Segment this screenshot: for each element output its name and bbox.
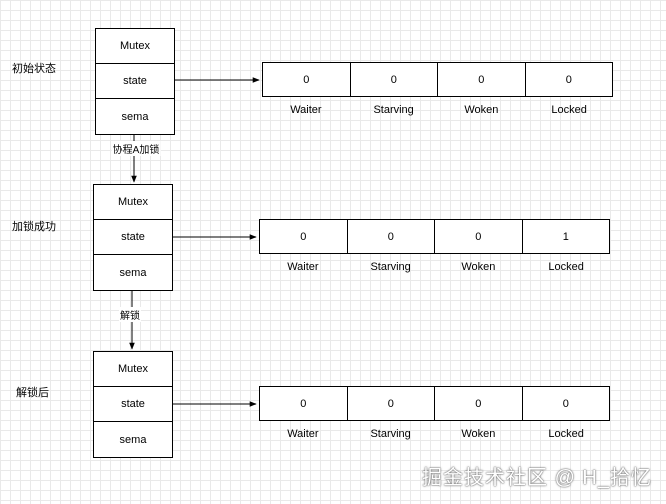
- field-name-waiter: Waiter: [287, 261, 319, 273]
- field-name-locked: Locked: [548, 428, 584, 440]
- woken-value: 0: [435, 387, 523, 420]
- mutex-title: Mutex: [96, 29, 174, 64]
- locked-value: 0: [565, 73, 572, 86]
- locked-value: 1: [562, 230, 569, 243]
- field-name-starving: Starving: [373, 104, 414, 116]
- field-name-waiter: Waiter: [287, 428, 319, 440]
- mutex-state-field: state: [94, 220, 172, 255]
- mutex-sema-field: sema: [119, 433, 147, 446]
- state-bits-1: 0 0 0 0: [262, 62, 613, 97]
- mutex-title: Mutex: [94, 185, 172, 220]
- stage-3-label: 解锁后: [16, 387, 49, 399]
- field-name-woken: Woken: [461, 428, 496, 440]
- mutex-title: Mutex: [94, 352, 172, 387]
- mutex-box-1: Mutex state sema: [95, 28, 175, 135]
- transition-label-1: 协程A加锁: [111, 141, 161, 156]
- field-name-woken: Woken: [464, 104, 499, 116]
- state-bits-2: 0 0 0 1: [259, 219, 610, 254]
- watermark-text: 掘金技术社区 @ H_拾忆: [422, 467, 652, 489]
- field-names-2: Waiter Starving Woken Locked: [259, 261, 610, 273]
- field-name-starving: Starving: [370, 261, 411, 273]
- waiter-value: 0: [263, 63, 351, 96]
- waiter-value: 0: [260, 220, 348, 253]
- locked-value: 0: [562, 397, 569, 410]
- starving-value: 0: [351, 63, 438, 96]
- stage-2-label: 加锁成功: [12, 221, 56, 233]
- mutex-state-field: state: [96, 64, 174, 99]
- woken-value: 0: [438, 63, 526, 96]
- starving-value: 0: [348, 387, 435, 420]
- woken-value: 0: [435, 220, 523, 253]
- mutex-box-3: Mutex state sema: [93, 351, 173, 458]
- field-name-locked: Locked: [548, 261, 584, 273]
- starving-value: 0: [348, 220, 435, 253]
- field-names-3: Waiter Starving Woken Locked: [259, 428, 610, 440]
- field-names-1: Waiter Starving Woken Locked: [262, 104, 613, 116]
- mutex-box-2: Mutex state sema: [93, 184, 173, 291]
- field-name-woken: Woken: [461, 261, 496, 273]
- waiter-value: 0: [260, 387, 348, 420]
- mutex-sema-field: sema: [119, 266, 147, 279]
- field-name-starving: Starving: [370, 428, 411, 440]
- field-name-waiter: Waiter: [290, 104, 322, 116]
- state-bits-3: 0 0 0 0: [259, 386, 610, 421]
- field-name-locked: Locked: [551, 104, 587, 116]
- stage-1-label: 初始状态: [12, 63, 56, 75]
- mutex-sema-field: sema: [121, 110, 149, 123]
- transition-label-2: 解锁: [119, 307, 141, 322]
- mutex-state-field: state: [94, 387, 172, 422]
